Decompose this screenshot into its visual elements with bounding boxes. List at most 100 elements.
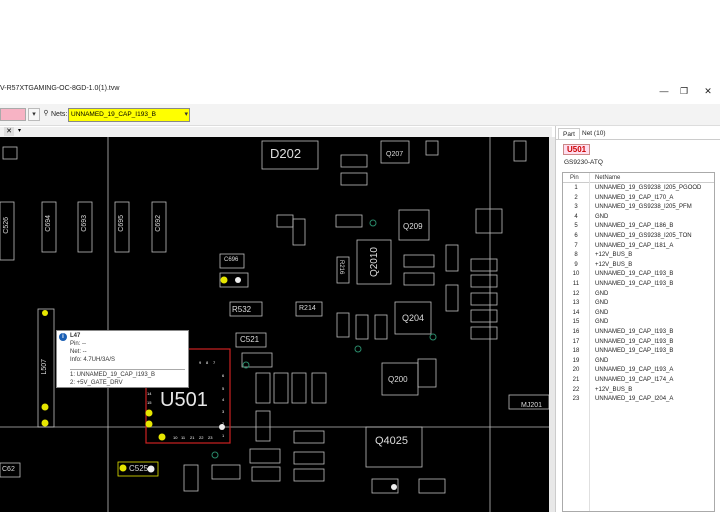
column-header-pin[interactable]: Pin	[570, 175, 579, 181]
pin-number: 10	[572, 271, 580, 278]
component-label[interactable]: Q204	[402, 313, 425, 323]
close-button[interactable]: ✕	[704, 86, 712, 96]
component-label[interactable]: Q209	[403, 222, 423, 231]
component-label[interactable]: Q207	[386, 151, 404, 158]
part-tooltip: i L47 Pin: -- Net: -- Info: 4.7UH/3A/S 1…	[56, 330, 189, 388]
table-row[interactable]: 8+12V_BUS_B	[563, 252, 714, 262]
minimize-button[interactable]: —	[659, 86, 669, 96]
pin-number: 12	[572, 290, 580, 297]
restore-button[interactable]: ❐	[679, 86, 689, 96]
filter-icon[interactable]: ⚲	[43, 110, 49, 117]
tooltip-part: L47	[70, 333, 81, 339]
info-icon: i	[59, 333, 67, 341]
pin-number: 17	[572, 338, 580, 345]
column-divider	[589, 173, 590, 511]
tab-part[interactable]: Part	[558, 128, 580, 140]
component-label[interactable]: MJ201	[521, 402, 543, 409]
pin-icon[interactable]: ▾	[18, 128, 22, 134]
component-label[interactable]: C696	[224, 257, 239, 263]
svg-text:4: 4	[222, 397, 225, 402]
svg-text:23: 23	[208, 435, 213, 440]
pin-number: 19	[572, 357, 580, 364]
component-label[interactable]: U501	[160, 389, 208, 411]
tab-net[interactable]: Net (10)	[582, 130, 606, 137]
vertical-scrollbar[interactable]	[549, 137, 555, 512]
window-title: V-R57XTGAMING-OC-8GD-1.0(1).tvw	[0, 85, 120, 92]
pin-number: 3	[574, 204, 578, 211]
table-row[interactable]: 22+12V_BUS_B	[563, 387, 714, 397]
pin-net-name: UNNAMED_19_CAP_I193_B	[595, 271, 674, 278]
pin-number: 2	[574, 194, 578, 201]
component-label[interactable]: C694	[45, 215, 52, 232]
part-search-input[interactable]	[0, 108, 26, 121]
pin-net-name: GND	[595, 213, 609, 220]
svg-text:10: 10	[173, 435, 178, 440]
component-label[interactable]: R216	[338, 260, 344, 275]
pin-net-name: UNNAMED_19_CAP_I204_A	[595, 396, 674, 403]
component-label[interactable]: Q200	[388, 375, 408, 384]
component-label[interactable]: C525	[129, 464, 149, 473]
pin-number: 23	[572, 396, 580, 403]
pin-number: 1	[574, 185, 578, 191]
pin-net-name: UNNAMED_19_CAP_I186_B	[595, 223, 674, 230]
component-label[interactable]: R214	[299, 305, 316, 312]
component-label[interactable]: D202	[270, 146, 302, 161]
svg-text:22: 22	[199, 435, 204, 440]
component-label[interactable]: C693	[81, 215, 88, 232]
tooltip-net: Net: --	[70, 349, 87, 355]
pin-net-name: GND	[595, 300, 609, 307]
component-label[interactable]: C62	[2, 466, 15, 473]
svg-text:1: 1	[222, 433, 225, 438]
component-label[interactable]: C692	[155, 215, 162, 232]
pin-number: 16	[572, 329, 580, 335]
component-label[interactable]: C521	[240, 335, 260, 344]
table-row[interactable]: 23 UNNAMED_19_CAP_I204_A	[563, 396, 714, 406]
dropdown-arrow-icon[interactable]: ▾	[28, 108, 40, 121]
nets-select[interactable]: UNNAMED_19_CAP_I193_B ▾	[68, 108, 190, 122]
component-label[interactable]: C695	[118, 215, 125, 232]
svg-text:14: 14	[147, 391, 152, 396]
chevron-down-icon[interactable]: ▾	[184, 111, 188, 118]
pin-net-name: GND	[595, 290, 609, 297]
component-label[interactable]: Q2010	[369, 247, 380, 278]
svg-text:7: 7	[213, 360, 216, 365]
tooltip-divider	[70, 369, 185, 370]
pin-number: 11	[572, 281, 580, 287]
pin-number: 21	[572, 377, 580, 383]
column-header-netname[interactable]: NetName	[595, 175, 621, 181]
pin-number: 18	[572, 348, 580, 355]
table-row[interactable]: 16 UNNAMED_19_CAP_I193_B	[563, 329, 714, 339]
tooltip-line2: 2: +5V_GATE_DRV	[70, 380, 123, 386]
table-row[interactable]: 12 GND	[563, 291, 714, 301]
component-label[interactable]: R532	[232, 305, 252, 314]
pin-net-name: UNNAMED_19_CAP_I193_B	[595, 329, 674, 335]
component-label[interactable]: Q4025	[375, 435, 409, 447]
close-view-button[interactable]: ✕	[4, 127, 14, 136]
component-label[interactable]: C526	[3, 217, 10, 234]
table-row[interactable]: 9+12V_BUS_B	[563, 262, 714, 272]
table-row[interactable]: 10 UNNAMED_19_CAP_I193_B	[563, 271, 714, 281]
pin-net-name: UNNAMED_19_GS9238_I205_TON	[595, 233, 692, 239]
svg-text:2: 2	[222, 421, 225, 426]
component-label[interactable]: L507	[41, 359, 48, 375]
